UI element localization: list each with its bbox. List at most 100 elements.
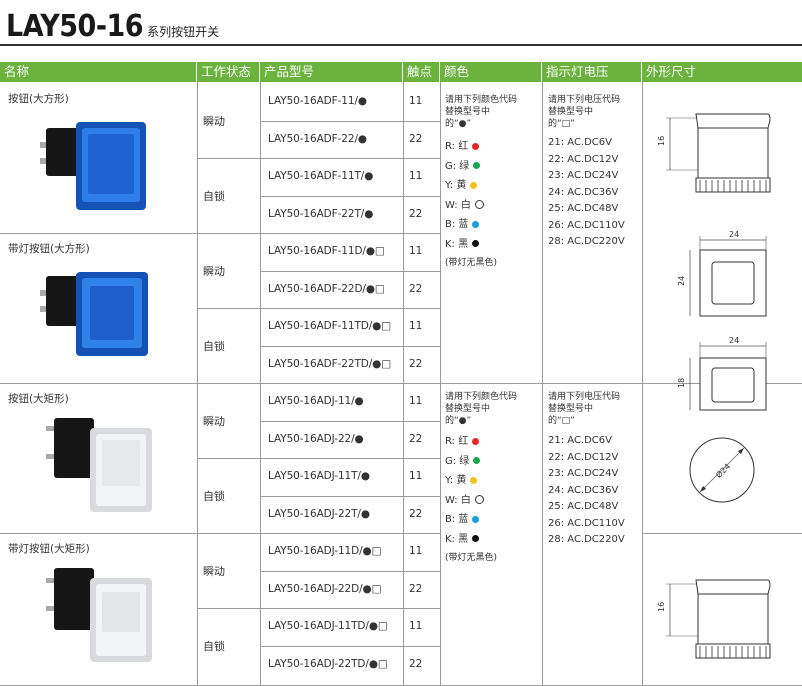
product-model: LAY50-16ADF-11D/●□ bbox=[268, 245, 385, 257]
group-divider bbox=[0, 533, 440, 534]
contact-value: 22 bbox=[409, 432, 423, 445]
voltage-option: 28: AC.DC220V bbox=[548, 236, 625, 247]
contact-value: 11 bbox=[409, 545, 423, 557]
contact-value: 22 bbox=[409, 657, 423, 670]
color-dot-icon bbox=[474, 495, 484, 504]
contact-value: 22 bbox=[409, 507, 423, 520]
dim-rect-width-label: 24 bbox=[729, 336, 739, 345]
product-model: LAY50-16ADF-22TD/●□ bbox=[268, 357, 392, 370]
header-voltage: 指示灯电压 bbox=[542, 62, 641, 82]
product-model: LAY50-16ADJ-22/● bbox=[268, 432, 364, 445]
row-divider bbox=[260, 645, 440, 647]
color-option: R: 红 bbox=[445, 432, 497, 452]
work-state: 瞬动 bbox=[203, 564, 225, 578]
header-model: 产品型号 bbox=[260, 62, 402, 82]
contact-value: 11 bbox=[409, 395, 423, 407]
page-title: LAY50-16 系列按钮开关 bbox=[6, 4, 219, 44]
contact-value: 11 bbox=[409, 170, 423, 182]
row-divider bbox=[260, 420, 440, 422]
color-dot-icon bbox=[472, 535, 480, 542]
color-dot-icon bbox=[470, 476, 478, 484]
header-color: 颜色 bbox=[440, 62, 541, 82]
row-divider bbox=[260, 195, 440, 197]
color-label: K: 黑 bbox=[445, 533, 469, 545]
work-state: 自锁 bbox=[203, 339, 225, 353]
voltage-option: 22: AC.DC12V bbox=[548, 451, 619, 463]
dimension-circle: Ø24 bbox=[689, 437, 755, 503]
color-label: G: 绿 bbox=[445, 455, 470, 467]
row-divider bbox=[260, 270, 440, 272]
state-divider bbox=[197, 158, 440, 159]
color-dot-icon bbox=[472, 142, 480, 150]
contact-value: 22 bbox=[409, 207, 423, 220]
row-divider bbox=[260, 495, 440, 497]
work-state: 瞬动 bbox=[203, 414, 225, 428]
product-model: LAY50-16ADF-22/● bbox=[268, 132, 367, 145]
contact-value: 11 bbox=[409, 620, 423, 632]
group-name: 按钮(大方形) bbox=[8, 93, 69, 105]
product-model: LAY50-16ADJ-11/● bbox=[268, 395, 364, 407]
voltage-option: 22: AC.DC12V bbox=[548, 153, 619, 165]
color-label: R: 红 bbox=[445, 436, 469, 447]
product-model: LAY50-16ADJ-11D/●□ bbox=[268, 545, 382, 557]
voltage-option: 25: AC.DC48V bbox=[548, 501, 619, 512]
dimension-front-rect: 24 18 bbox=[677, 336, 767, 411]
color-option: Y: 黄 bbox=[445, 176, 497, 196]
color-label: R: 红 bbox=[445, 141, 469, 152]
color-option: W: 白 bbox=[445, 491, 497, 511]
voltage-option: 25: AC.DC48V bbox=[548, 203, 619, 214]
dim-height-label-1: 16 bbox=[657, 136, 666, 146]
col-divider bbox=[260, 82, 261, 686]
color-dot-icon bbox=[472, 515, 480, 523]
header-contact: 触点 bbox=[403, 62, 439, 82]
product-model: LAY50-16ADF-11TD/●□ bbox=[268, 320, 392, 332]
dim-rect-height-label: 18 bbox=[677, 378, 686, 388]
contact-value: 11 bbox=[409, 470, 423, 482]
dim-square-side-label: 24 bbox=[677, 276, 686, 286]
product-model: LAY50-16ADF-22D/●□ bbox=[268, 282, 385, 295]
color-note-1: 请用下列颜色代码替换型号中的“●” bbox=[445, 95, 518, 129]
col-divider bbox=[440, 82, 441, 686]
color-option: B: 蓝 bbox=[445, 510, 497, 530]
header-dimension: 外形尺寸 bbox=[642, 62, 802, 82]
product-model: LAY50-16ADF-11T/● bbox=[268, 170, 374, 182]
contact-value: 22 bbox=[409, 132, 423, 145]
product-model: LAY50-16ADJ-11T/● bbox=[268, 470, 370, 482]
color-dot-icon bbox=[474, 200, 484, 209]
group-name: 带灯按钮(大方形) bbox=[8, 243, 90, 255]
row-divider bbox=[260, 345, 440, 347]
product-model: LAY50-16ADF-11/● bbox=[268, 95, 367, 107]
color-option: K: 黑 bbox=[445, 530, 497, 550]
col-divider bbox=[403, 82, 404, 686]
color-option: B: 蓝 bbox=[445, 215, 497, 235]
contact-value: 11 bbox=[409, 320, 423, 332]
contact-value: 22 bbox=[409, 582, 423, 595]
product-model: LAY50-16ADJ-22D/●□ bbox=[268, 582, 382, 595]
row-divider bbox=[260, 570, 440, 572]
voltage-option: 24: AC.DC36V bbox=[548, 186, 619, 198]
color-option: G: 绿 bbox=[445, 157, 497, 177]
work-state: 自锁 bbox=[203, 639, 225, 653]
contact-value: 22 bbox=[409, 357, 423, 370]
state-divider bbox=[197, 608, 440, 609]
product-model: LAY50-16ADJ-22T/● bbox=[268, 507, 370, 520]
state-divider bbox=[197, 458, 440, 459]
work-state: 瞬动 bbox=[203, 264, 225, 278]
color-dot-icon bbox=[473, 162, 481, 169]
color-option: G: 绿 bbox=[445, 452, 497, 472]
product-image-square-blue bbox=[40, 122, 146, 210]
color-option: Y: 黄 bbox=[445, 471, 497, 491]
voltage-option: 26: AC.DC110V bbox=[548, 219, 625, 231]
header-state: 工作状态 bbox=[197, 62, 259, 82]
color-label: G: 绿 bbox=[445, 160, 470, 172]
color-label: B: 蓝 bbox=[445, 514, 469, 525]
block-divider bbox=[642, 533, 802, 534]
title-model: LAY50-16 bbox=[6, 9, 144, 44]
voltage-option: 24: AC.DC36V bbox=[548, 484, 619, 496]
color-option: R: 红 bbox=[445, 137, 497, 157]
title-rule bbox=[0, 44, 802, 46]
